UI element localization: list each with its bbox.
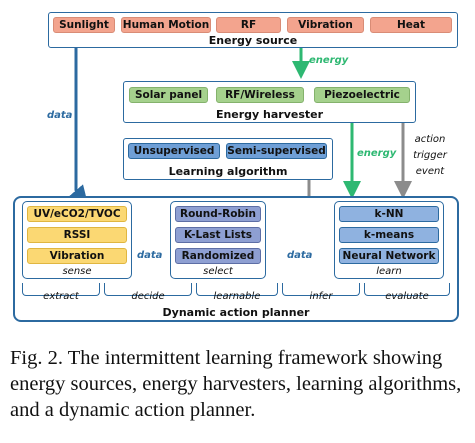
energy-harvester-title: Energy harvester: [215, 108, 324, 121]
learn-kmeans: k-means: [339, 227, 439, 243]
edge-label-data-mid: data: [137, 250, 163, 261]
harvester-piezoelectric: Piezoelectric: [314, 87, 410, 103]
algorithm-unsupervised: Unsupervised: [128, 143, 220, 159]
edge-label-data-right: data: [287, 250, 313, 261]
planner-title: Dynamic action planner: [162, 306, 310, 319]
source-heat: Heat: [370, 17, 452, 33]
segment-learnable: [196, 283, 278, 296]
source-rf: RF: [216, 17, 281, 33]
select-k-last-lists: K-Last Lists: [175, 227, 261, 243]
select-randomized: Randomized: [175, 248, 261, 264]
edge-label-data-left: data: [47, 110, 73, 121]
segment-learnable-label: learnable: [213, 291, 261, 302]
segment-decide-label: decide: [131, 291, 165, 302]
edge-label-action: action: [414, 134, 446, 145]
learning-algorithm-title: Learning algorithm: [168, 165, 288, 178]
segment-evaluate: [364, 283, 450, 296]
data-arrow-source-to-sense: [69, 47, 88, 204]
learn-label: learn: [376, 266, 402, 277]
select-k-last-lists-label: K-Last Lists: [183, 229, 253, 241]
edge-label-energy-top: energy: [309, 55, 349, 66]
edge-label-action-trigger: action trigger event: [407, 132, 453, 180]
edge-label-event: event: [415, 166, 445, 177]
sense-rssi: RSSI: [27, 227, 127, 243]
algorithm-semi-supervised: Semi-supervised: [226, 143, 327, 159]
edge-label-energy-right: energy: [357, 148, 397, 159]
learn-neural-network: Neural Network: [339, 248, 439, 264]
harvester-solar-panel: Solar panel: [129, 87, 208, 103]
harvester-rf-wireless: RF/Wireless: [216, 87, 304, 103]
segment-decide: [104, 283, 192, 296]
sense-vibration: Vibration: [27, 248, 127, 264]
figure-caption: Fig. 2. The intermittent learning framew…: [10, 347, 462, 421]
segment-extract: [22, 283, 100, 296]
select-round-robin: Round-Robin: [175, 206, 261, 222]
learn-knn: k-NN: [339, 206, 439, 222]
segment-evaluate-label: evaluate: [385, 291, 429, 302]
segment-infer-label: infer: [309, 291, 333, 302]
energy-source-title: Energy source: [208, 34, 298, 47]
sense-label: sense: [62, 266, 92, 277]
source-human-motion: Human Motion: [121, 17, 211, 33]
source-vibration: Vibration: [287, 17, 364, 33]
select-label: select: [203, 266, 233, 277]
segment-infer: [282, 283, 360, 296]
segment-extract-label: extract: [43, 291, 79, 302]
edge-label-trigger: trigger: [413, 150, 447, 161]
source-sunlight: Sunlight: [53, 17, 115, 33]
sense-uv-eco2-tvoc: UV/eCO2/TVOC: [27, 206, 127, 222]
